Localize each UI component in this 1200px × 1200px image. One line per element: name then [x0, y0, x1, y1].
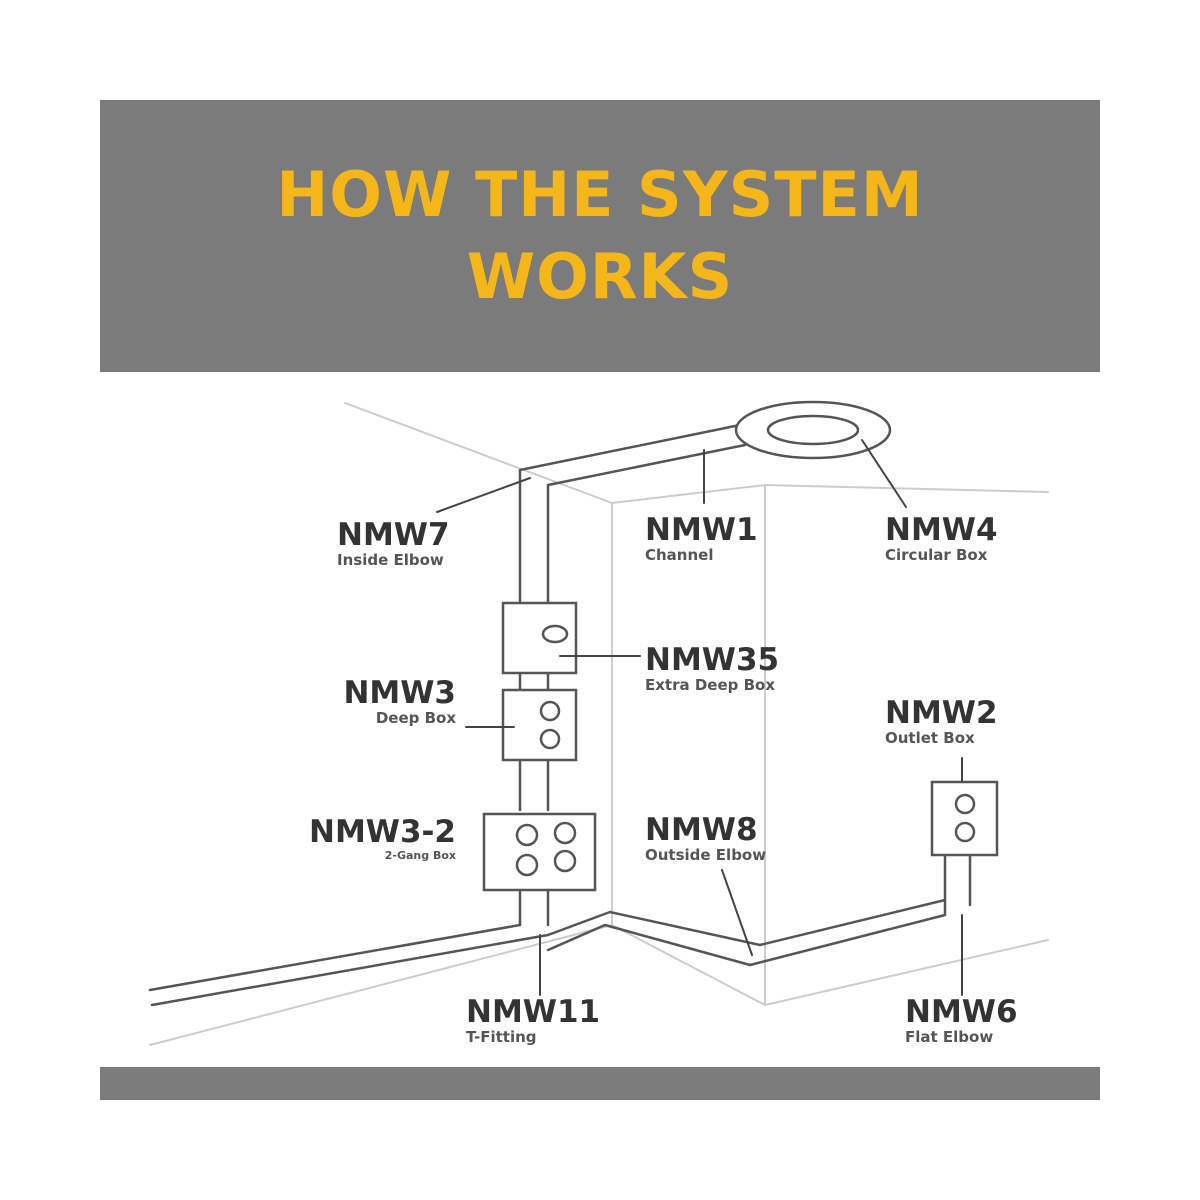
footer-bar: [100, 1067, 1100, 1100]
channels: [148, 423, 972, 1007]
room-walls: [149, 402, 1049, 1046]
deep-box: [501, 688, 578, 762]
leader-lines: [436, 439, 963, 996]
boxes: [482, 601, 999, 892]
title-line-2: WORKS: [466, 240, 734, 313]
two-gang-box: [482, 812, 597, 892]
title-line-1: HOW THE SYSTEM: [276, 158, 924, 231]
circular-box-nmw4: [734, 400, 892, 460]
outlet-box: [930, 780, 999, 857]
title-banner: HOW THE SYSTEM WORKS: [100, 100, 1100, 372]
